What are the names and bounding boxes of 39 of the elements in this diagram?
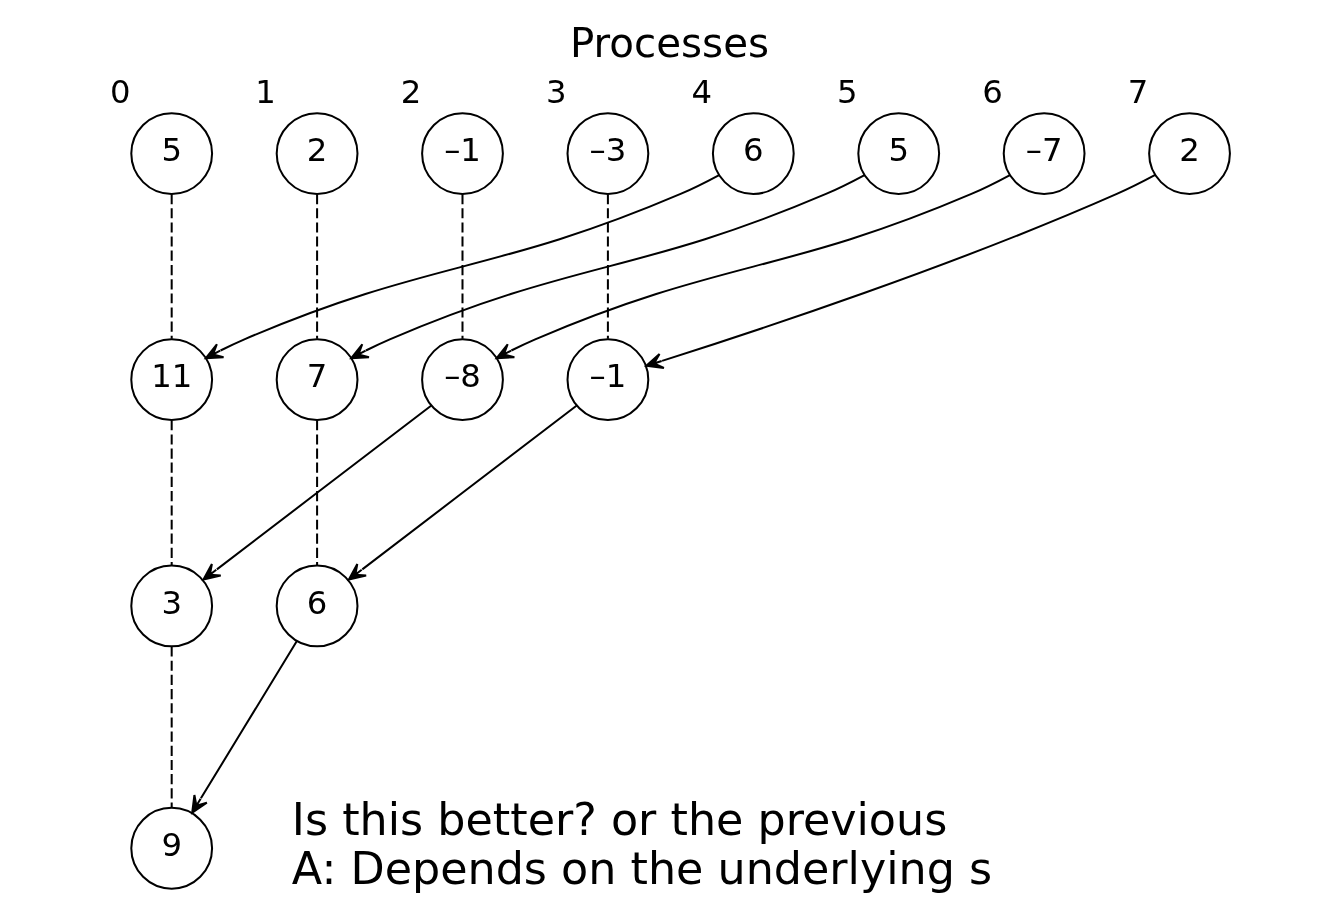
node-circle: 2 xyxy=(1148,112,1231,195)
connector xyxy=(170,646,173,808)
node-circle: 7 xyxy=(275,338,359,422)
connector xyxy=(461,194,464,339)
node-circle: –8 xyxy=(421,338,504,422)
node-label: 0 xyxy=(109,72,131,111)
node-circle: –3 xyxy=(566,112,650,195)
diagram-title: Processes xyxy=(569,19,770,67)
node-circle: –1 xyxy=(566,338,650,422)
arrow xyxy=(350,174,865,360)
node-label: 1 xyxy=(255,72,276,111)
connector xyxy=(316,420,319,565)
node-circle: 6 xyxy=(711,112,795,195)
label: Is this better? or the previous xyxy=(291,794,948,846)
arrow xyxy=(347,404,578,581)
arrow xyxy=(191,640,298,814)
node-circle: 3 xyxy=(130,564,214,648)
connector xyxy=(170,194,173,339)
connector xyxy=(316,194,319,339)
node-circle: –7 xyxy=(1002,112,1086,195)
node-circle: 5 xyxy=(857,112,941,195)
node-circle: 2 xyxy=(275,112,359,195)
node-circle: 11 xyxy=(130,338,214,422)
node-circle: 6 xyxy=(275,564,359,648)
arrow xyxy=(202,404,432,581)
node-label: 6 xyxy=(982,72,1003,111)
arrow xyxy=(495,174,1011,360)
node-label: 2 xyxy=(400,72,422,111)
node-label: 4 xyxy=(691,72,713,111)
node-label: 7 xyxy=(1127,72,1149,111)
connector xyxy=(170,420,173,565)
node-circle: 5 xyxy=(130,112,214,195)
node-circle: 9 xyxy=(130,806,214,890)
arrow xyxy=(204,174,720,360)
node-circle: –1 xyxy=(421,112,504,195)
node-label: 5 xyxy=(836,72,858,111)
connector xyxy=(606,194,609,339)
arrow xyxy=(645,174,1156,369)
node-label: 3 xyxy=(546,72,567,111)
